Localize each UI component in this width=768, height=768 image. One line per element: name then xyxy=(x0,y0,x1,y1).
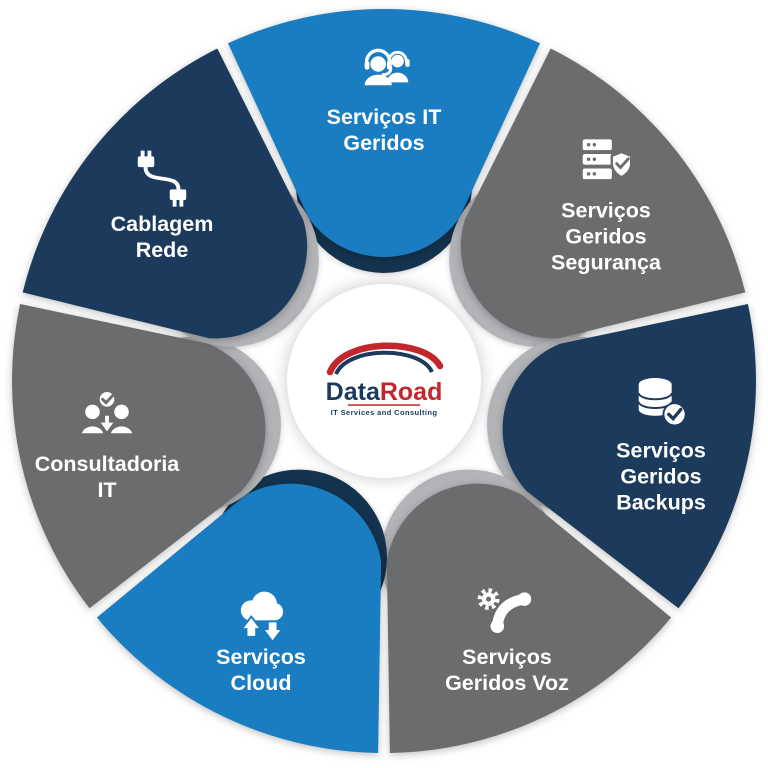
petal-layer xyxy=(12,9,756,753)
segment-content-servicos-it-geridos: Serviços IT Geridos xyxy=(291,38,477,156)
segment-label-servicos-geridos-backups: Serviços Geridos Backups xyxy=(616,438,706,516)
segment-label-consultadoria-it: Consultadoria IT xyxy=(34,451,180,502)
segment-content-consultadoria-it: Consultadoria IT xyxy=(14,385,200,503)
server-shield-icon xyxy=(582,139,633,180)
logo-swoosh-red xyxy=(326,342,444,376)
segment-servicos-it-geridos xyxy=(228,9,540,258)
brand-text: DataRoad xyxy=(326,378,443,406)
segment-consultadoria-it xyxy=(12,304,266,609)
segment-label-servicos-cloud: Serviços Cloud xyxy=(216,644,306,695)
segment-label-cablagem-rede: Cablagem Rede xyxy=(110,211,214,262)
support-agents-icon xyxy=(364,48,410,86)
brand-road: Road xyxy=(380,378,443,406)
segment-servicos-cloud xyxy=(96,483,382,753)
logo-tagline: IT Services and Consulting xyxy=(331,408,438,417)
logo-swoosh-navy xyxy=(334,350,434,376)
segment-content-cablagem-rede: Cablagem Rede xyxy=(69,145,255,263)
database-check-icon xyxy=(637,377,687,427)
segment-label-servicos-it-geridos: Serviços IT Geridos xyxy=(326,104,442,155)
segment-servicos-geridos-backups xyxy=(502,304,756,609)
dataroad-logo: DataRoad IT Services and Consulting xyxy=(287,284,481,478)
segment-content-servicos-geridos-seguranca: Serviços Geridos Segurança xyxy=(513,132,699,277)
segment-content-servicos-geridos-backups: Serviços Geridos Backups xyxy=(568,372,754,517)
segment-label-servicos-geridos-voz: Serviços Geridos Voz xyxy=(445,644,569,695)
logo-disc xyxy=(287,284,481,478)
segment-servicos-geridos-seguranca xyxy=(460,48,746,339)
people-check-icon xyxy=(81,390,133,434)
phone-gear-icon xyxy=(477,588,532,633)
segment-label-servicos-geridos-seguranca: Serviços Geridos Segurança xyxy=(551,198,661,276)
cable-icon xyxy=(137,150,187,207)
segment-content-servicos-geridos-voz: Serviços Geridos Voz xyxy=(414,578,600,696)
cloud-arrows-icon xyxy=(239,591,285,640)
segment-cablagem-rede xyxy=(22,48,308,339)
segment-content-servicos-cloud: Serviços Cloud xyxy=(168,578,354,696)
brand-data: Data xyxy=(326,378,381,406)
